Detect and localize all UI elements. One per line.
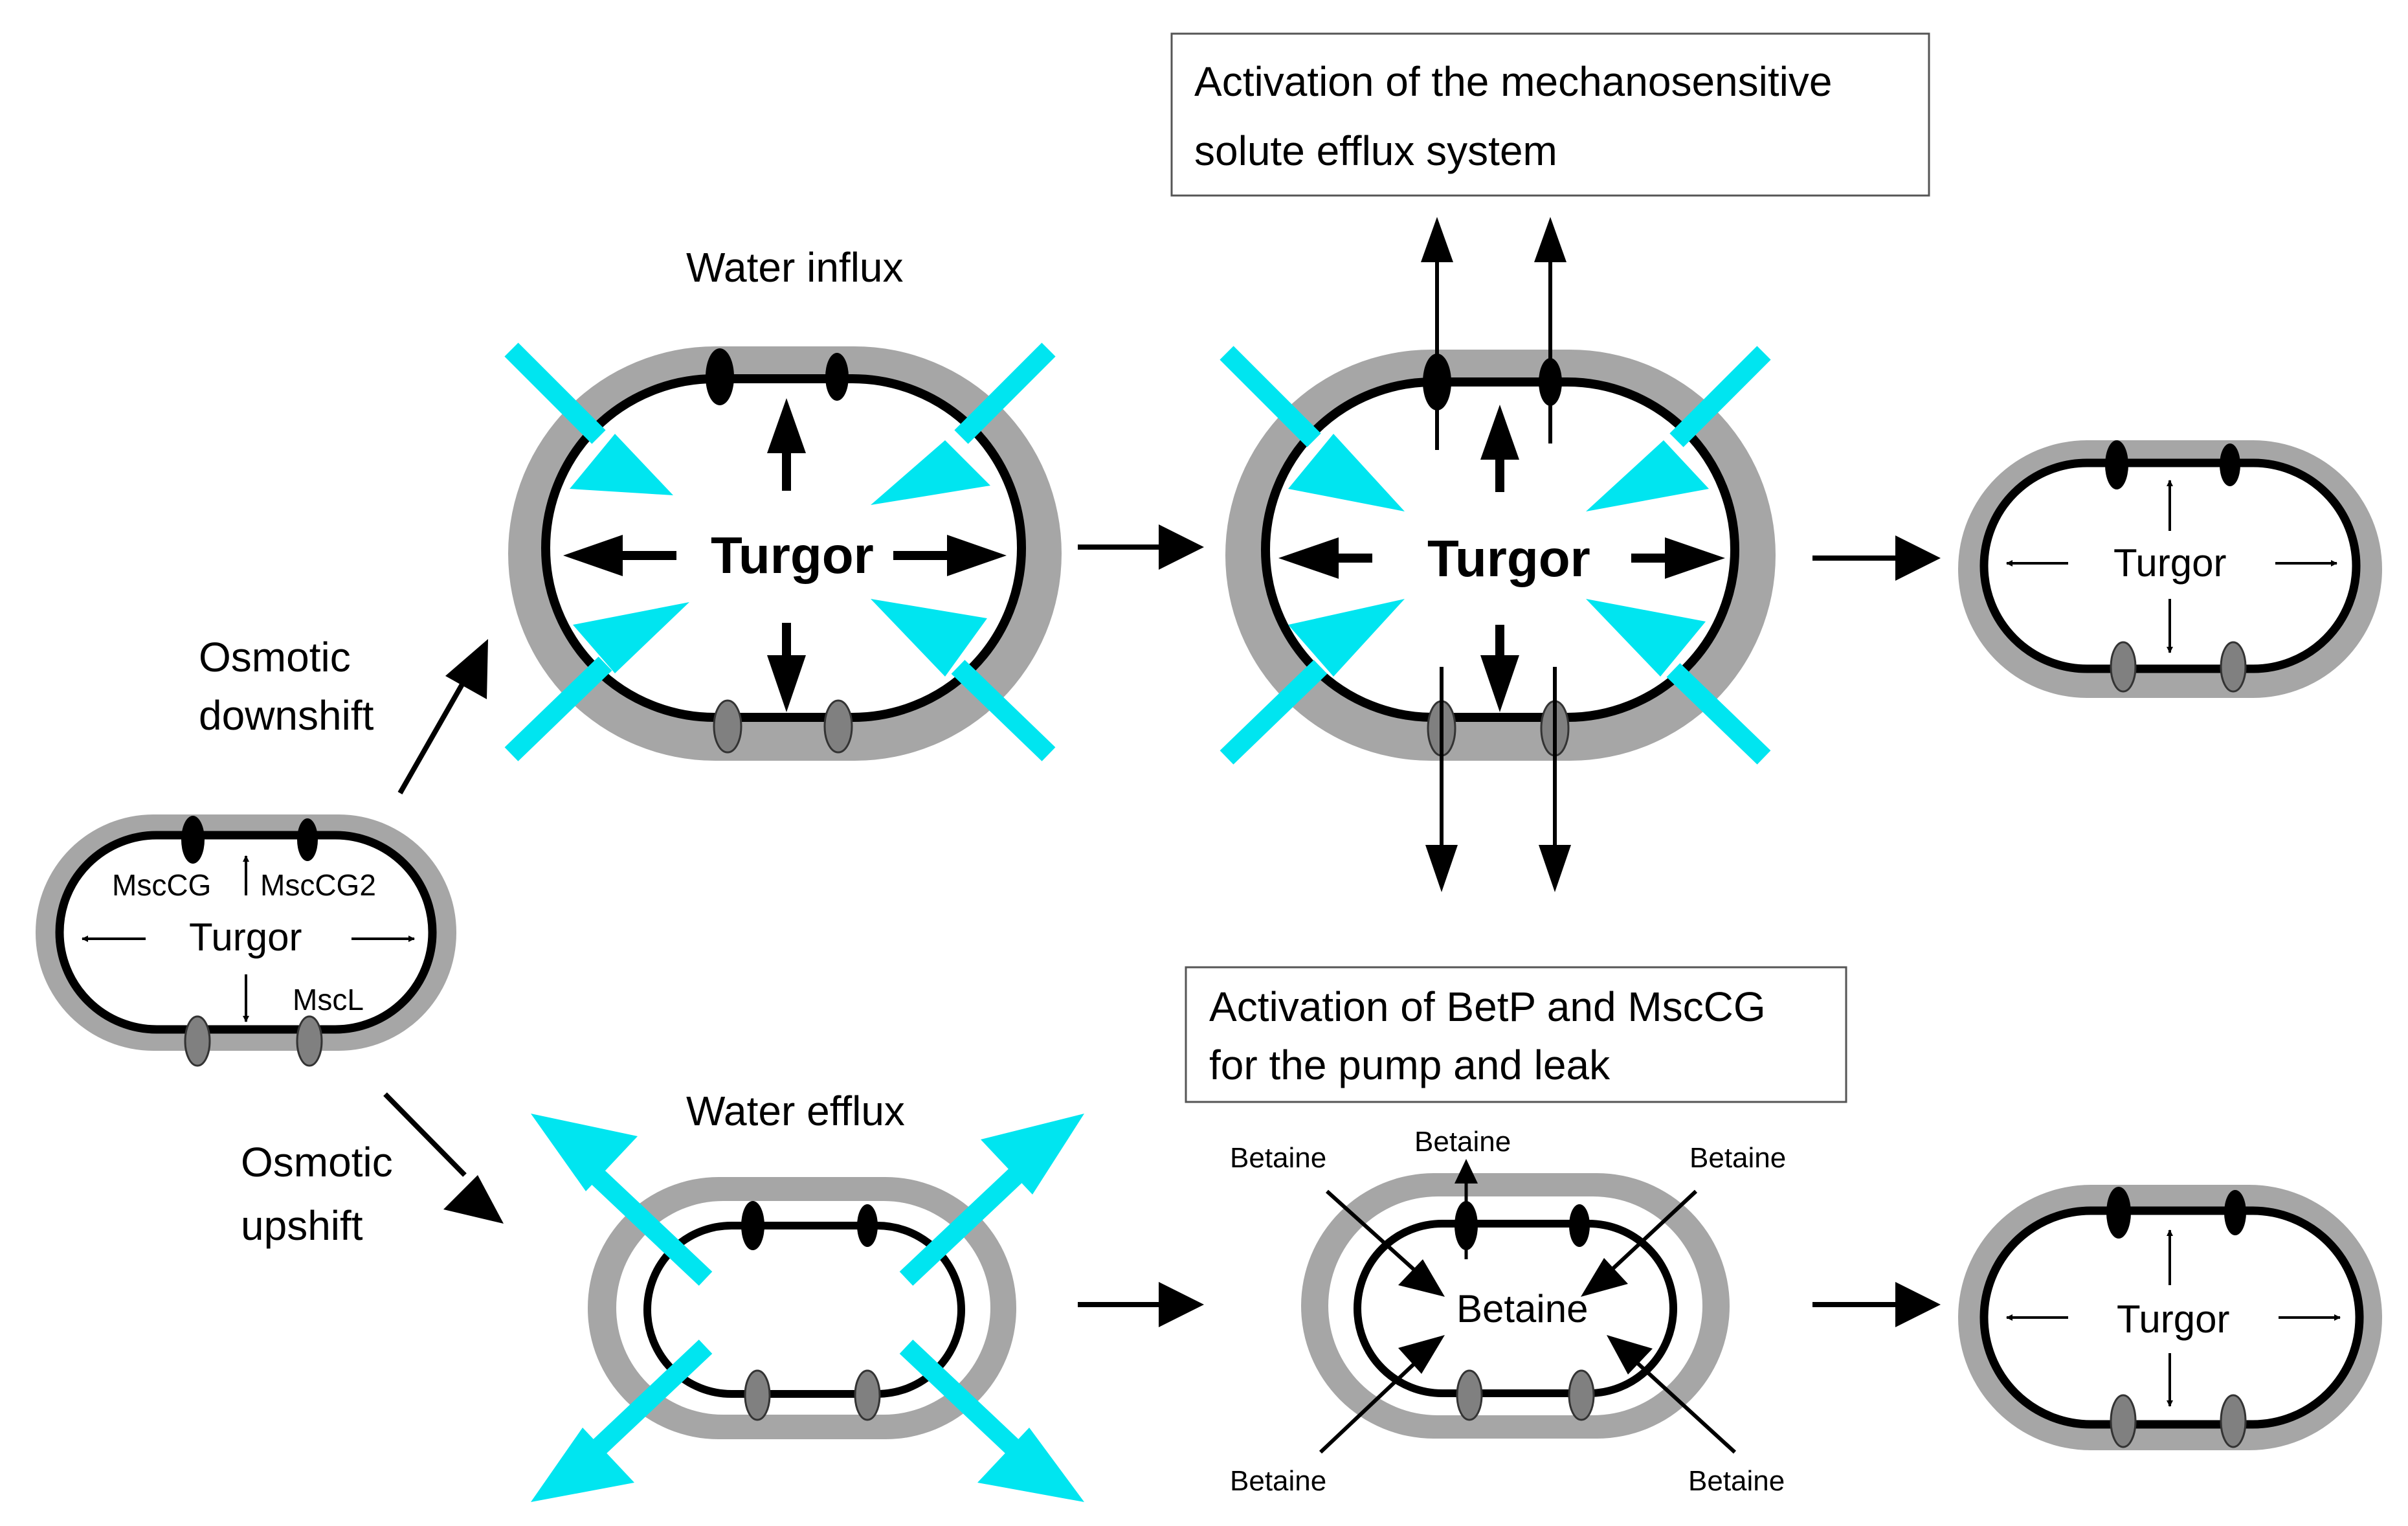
cell-water-efflux [531,1114,1084,1502]
mscl-channel [2110,641,2137,693]
cell-membrane [1354,1220,1677,1397]
betaine-label-top-left: Betaine [1230,1142,1326,1174]
turgor-label: Turgor [189,915,302,959]
msccg2-channel [857,1204,878,1247]
mscl-channel [2220,641,2247,693]
msccg2-channel [825,353,849,401]
msccg-channel [706,348,734,405]
cell-water-influx: Turgor [504,342,1062,761]
mscl-label: MscL [293,983,364,1016]
msccg-channel [181,816,205,864]
cell-membrane [55,831,437,1034]
betp-activation-box: Activation of BetP and MscCG for the pum… [1185,966,1847,1103]
turgor-pressure-arrow [563,398,1007,712]
water-efflux-label: Water efflux [686,1088,905,1134]
turgor-label: Turgor [1427,530,1590,587]
mechanosensitive-activation-box: Activation of the mechanosensitive solut… [1170,32,1930,197]
cell-solute-efflux: Turgor [1220,217,1776,892]
betaine-center-label: Betaine [1456,1287,1589,1330]
msccg-channel [741,1201,764,1250]
msccg2-channel [1569,1204,1590,1247]
process-arrow [1812,1282,1941,1327]
water-influx-label: Water influx [686,244,904,291]
turgor-pressure-arrow [2006,1229,2341,1407]
turgor-label: Turgor [711,526,874,584]
cell-membrane [1979,1206,2364,1429]
mscl-channel [2220,1394,2247,1448]
mscl-channel [296,1015,323,1067]
water-flow-arrow [531,1114,1084,1502]
msccg2-channel [297,818,318,861]
betp-box-line-1: Activation of BetP and MscCG [1209,983,1766,1030]
cell-membrane [541,374,1026,722]
cell-membrane [1979,458,2361,673]
turgor-pressure-arrow [82,855,415,1022]
water-flow-arrow [1220,346,1771,765]
osmotic-upshift-label-1: Osmotic [241,1139,393,1185]
cell-recovered-top: Turgor [1958,440,2382,698]
msccg-label: MscCG [112,868,211,902]
mscl-channel [1568,1369,1595,1421]
betaine-label-top-right: Betaine [1689,1142,1786,1174]
betaine-label-bottom-left: Betaine [1230,1465,1326,1497]
process-arrow [1078,524,1204,570]
mechanosensitive-box-line-1: Activation of the mechanosensitive [1194,58,1832,105]
turgor-label: Turgor [2117,1297,2230,1341]
msccg2-channel [2220,443,2240,486]
osmotic-upshift-label-2: upshift [241,1202,363,1249]
betaine-label-top: Betaine [1414,1126,1511,1158]
mscl-channel [184,1015,211,1067]
cell-recovered-bottom: Turgor [1958,1185,2382,1450]
water-flow-arrow [504,342,1056,761]
mscl-channel [854,1369,881,1421]
process-arrow [1812,535,1941,581]
msccg-channel [2105,440,2128,489]
mscl-channel [823,699,853,754]
osmotic-downshift-label-2: downshift [199,692,374,739]
turgor-pressure-arrow [2006,480,2337,653]
mscl-channel [2110,1394,2137,1448]
process-arrow [1078,1282,1204,1327]
osmotic-downshift-label-1: Osmotic [199,634,351,680]
cell-initial: MscCG MscCG2 MscL Turgor [36,814,456,1067]
betaine-label-bottom-right: Betaine [1688,1465,1785,1497]
betaine-transport-arrow [1319,1159,1737,1454]
solute-efflux-arrow [1421,217,1571,892]
betp-box-line-2: for the pump and leak [1209,1042,1611,1088]
process-arrow [383,1092,504,1224]
mscl-channel [1456,1369,1483,1421]
mechanosensitive-box-line-2: solute efflux system [1194,128,1557,174]
process-arrow [397,639,488,794]
cell-membrane [643,1222,965,1398]
msccg-channel [2106,1187,2131,1239]
mscl-channel [713,699,742,754]
cell-membrane [1261,377,1739,722]
turgor-pressure-arrow [1278,405,1725,712]
msccg2-channel [2224,1190,2246,1235]
mscl-channel [744,1369,771,1421]
cell-betaine-uptake: Betaine Betaine Betaine Betaine Betaine … [1230,1126,1786,1497]
msccg2-label: MscCG2 [260,868,376,902]
turgor-label: Turgor [2113,541,2227,585]
